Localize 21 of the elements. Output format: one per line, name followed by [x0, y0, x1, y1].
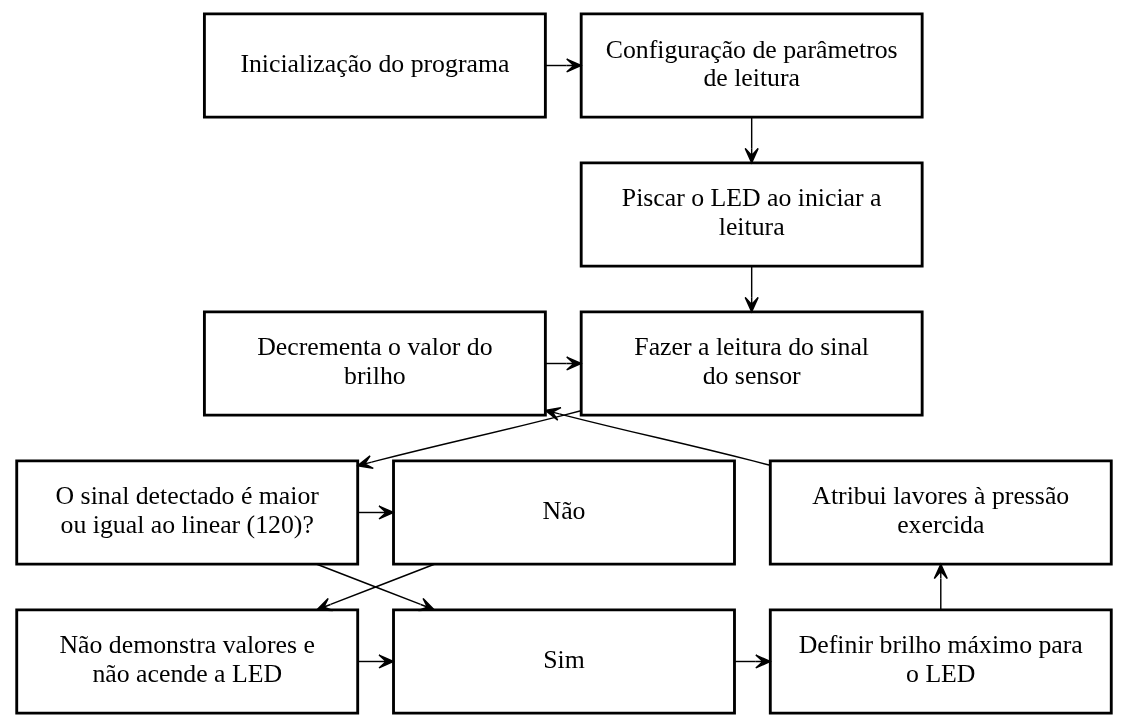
arrow — [544, 58, 582, 73]
node-box: Não demonstra valores e não acende a LED — [15, 608, 360, 715]
node-box: Sim — [392, 608, 736, 715]
node-box: Fazer a leitura do sinal do sensor — [579, 310, 924, 417]
arrow — [933, 563, 948, 611]
arrow — [544, 356, 582, 371]
node-box: O sinal detectado é maior ou igual ao linear (120)? — [15, 459, 360, 566]
node-box: Não — [392, 459, 736, 566]
node-box: Configuração de parâmetros de leitura — [579, 12, 924, 119]
node-box: Atribui lavores à pressão exercida — [768, 459, 1113, 566]
node-box: Inicialização do programa — [202, 12, 547, 119]
arrow — [734, 654, 771, 669]
node-box: Definir brilho máximo para o LED — [768, 608, 1113, 715]
arrow — [357, 505, 395, 520]
arrow — [357, 410, 582, 470]
arrow — [544, 406, 771, 466]
node-box: Piscar o LED ao iniciar a leitura — [579, 161, 924, 268]
arrow — [744, 116, 759, 164]
arrow — [357, 654, 395, 669]
arrow — [744, 265, 759, 313]
node-box: Decrementa o valor do brilho — [202, 310, 547, 417]
